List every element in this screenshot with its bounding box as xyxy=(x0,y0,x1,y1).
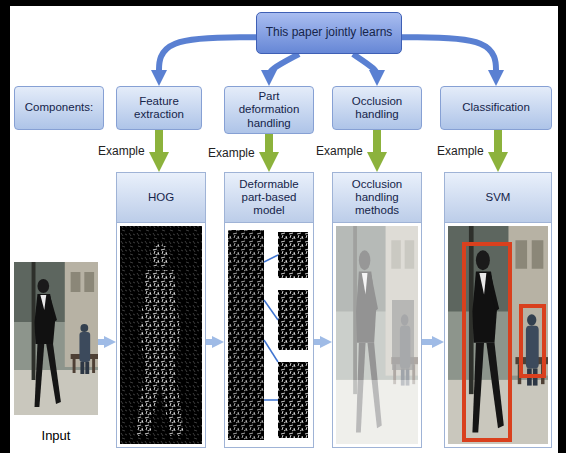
example-panel: Deformable part-based model xyxy=(224,172,314,448)
example-panel: Occlusion handling methods xyxy=(332,172,422,448)
connector-arrow xyxy=(265,134,273,160)
node-label: This paper jointly learns xyxy=(263,26,395,40)
node-label: Classification xyxy=(444,101,548,114)
connector-arrow xyxy=(155,130,163,160)
connector-arrow xyxy=(98,339,106,345)
street-scene xyxy=(336,226,418,444)
deformation-links xyxy=(264,255,278,400)
hog-ground xyxy=(120,226,202,444)
hog-head xyxy=(150,244,170,268)
fade-overlay xyxy=(336,380,418,444)
link-line xyxy=(264,255,278,262)
node-label: Occlusion handling methods xyxy=(336,178,418,218)
node-content: Classification xyxy=(441,98,551,117)
component-box: Part deformation handling xyxy=(224,86,314,134)
node-label: Deformable part-based model xyxy=(228,178,310,218)
node-label: Occlusion handling xyxy=(336,95,418,121)
edge-label: Example xyxy=(435,144,486,158)
summary-box: This paper jointly learns xyxy=(256,12,402,54)
link-line xyxy=(264,340,278,362)
node-label: Part deformation handling xyxy=(228,90,310,130)
component-box: Occlusion handling xyxy=(332,86,422,130)
detection-box xyxy=(464,244,510,440)
connector-arrow xyxy=(159,37,256,76)
part-filter xyxy=(278,232,308,278)
connector-arrow xyxy=(206,339,214,345)
input-photo-box: Input xyxy=(14,262,98,446)
node-label: Input xyxy=(14,429,98,444)
node-content: Input xyxy=(14,429,98,446)
node-content: Occlusion handling methods xyxy=(333,173,421,223)
part-model-image xyxy=(228,230,308,440)
row-label-box: Components: xyxy=(14,86,104,130)
example-panel: HOG xyxy=(116,172,206,448)
fade-overlay xyxy=(336,226,418,444)
node-label: Feature extraction xyxy=(120,95,198,121)
node-content: Components: xyxy=(15,98,103,117)
node-content: Deformable part-based model xyxy=(225,173,313,223)
link-line xyxy=(264,399,278,401)
connector-arrow xyxy=(373,130,381,160)
connector-arrow xyxy=(314,339,322,345)
part-filter xyxy=(278,290,308,350)
node-content: Occlusion handling xyxy=(333,92,421,124)
connector-arrow xyxy=(353,54,377,76)
node-content: Part deformation handling xyxy=(225,87,313,133)
detection-box xyxy=(521,306,544,376)
edge-label: Example xyxy=(314,144,365,158)
street-scene xyxy=(14,262,98,415)
root-filter xyxy=(228,230,264,440)
edge-label: Example xyxy=(96,144,147,158)
example-panel: SVM xyxy=(444,172,552,448)
node-content: SVM xyxy=(445,173,551,223)
root-filter-cells xyxy=(228,230,264,440)
part-filter xyxy=(278,362,308,438)
part-filter-cells xyxy=(278,290,308,350)
component-box: Feature extraction xyxy=(116,86,202,130)
page-ground xyxy=(10,6,558,453)
link-line xyxy=(264,300,278,320)
connector-arrow xyxy=(402,37,496,76)
node-label: SVM xyxy=(448,191,548,204)
hog-cells xyxy=(120,226,202,444)
node-content: Feature extraction xyxy=(117,92,201,124)
connector-arrow xyxy=(494,130,502,160)
street-scene xyxy=(448,226,548,444)
component-box: Classification xyxy=(440,86,552,130)
node-content: This paper jointly learns xyxy=(257,22,401,44)
occluder xyxy=(392,300,414,370)
occlusion-image xyxy=(336,226,418,444)
hog-image xyxy=(120,226,202,444)
hog-body xyxy=(136,270,184,436)
connector-arrow xyxy=(269,54,299,76)
node-content: HOG xyxy=(117,173,205,223)
part-filter-cells xyxy=(278,362,308,438)
node-label: HOG xyxy=(120,191,202,204)
part-filter-cells xyxy=(278,232,308,278)
input-photo xyxy=(14,262,98,415)
svm-image xyxy=(448,226,548,444)
node-label: Components: xyxy=(18,101,100,114)
connector-arrow xyxy=(422,339,434,345)
edge-label: Example xyxy=(206,146,257,160)
